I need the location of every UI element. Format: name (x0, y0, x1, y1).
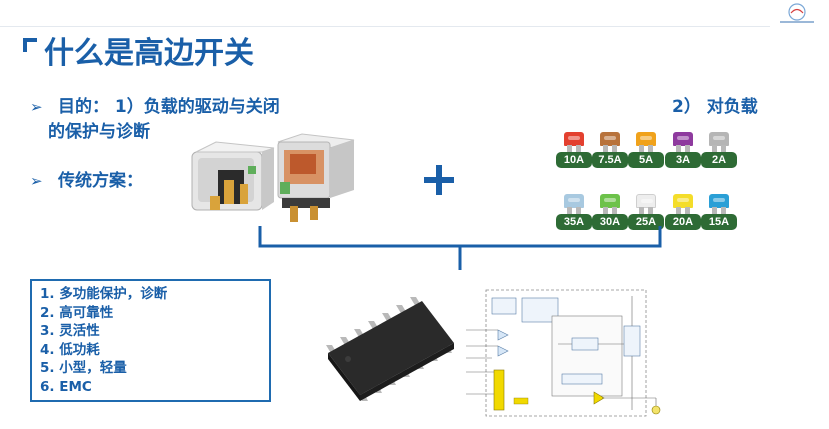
fuse-2a: 2A (700, 132, 738, 172)
bullet-arrow-icon: ➢ (30, 98, 43, 116)
purpose-text: 目的： 1）负载的驱动与关闭 (58, 97, 280, 117)
title-corner-mark (23, 38, 37, 52)
feature-item: 2. 高可靠性 (40, 304, 114, 321)
feature-item: 4. 低功耗 (40, 341, 100, 358)
fuse-rating: 10A (556, 152, 592, 168)
block-diagram-image (466, 289, 661, 417)
feature-item: 1. 多功能保护，诊断 (40, 286, 168, 302)
bullet-arrow-icon: ➢ (30, 172, 43, 190)
fuse-rating: 7.5A (592, 152, 628, 168)
fuse-rating: 5A (628, 152, 664, 168)
fuse-7-5a: 7.5A (591, 132, 629, 172)
slide-title: 什么是高边开关 (44, 36, 254, 71)
fuse-10a: 10A (555, 132, 593, 172)
relay-image (277, 133, 355, 222)
fuse-rating: 35A (556, 214, 592, 230)
feature-list: 1. 多功能保护，诊断 2. 高可靠性 3. 灵活性 4. 低功耗 5. 小型，… (30, 279, 271, 402)
feature-item: 5. 小型，轻量 (40, 360, 127, 376)
fuse-30a: 30A (591, 194, 629, 234)
fuse-rating: 30A (592, 214, 628, 230)
plus-icon (424, 165, 454, 195)
grouping-bracket (258, 226, 662, 270)
fuse-rating: 25A (628, 214, 664, 230)
header-divider (0, 26, 770, 27)
fuse-35a: 35A (555, 194, 593, 234)
purpose-text-line2: 的保护与诊断 (48, 122, 150, 142)
fuse-5a: 5A (627, 132, 665, 172)
feature-item: 6. EMC (40, 378, 92, 395)
fuse-20a: 20A (664, 194, 702, 234)
feature-item: 3. 灵活性 (40, 323, 100, 339)
fuse-rating: 3A (665, 152, 701, 168)
traditional-bullet: ➢ 传统方案： (30, 166, 143, 191)
fuse-15a: 15A (700, 194, 738, 234)
fuse-rating: 15A (701, 214, 737, 230)
fuse-rating: 2A (701, 152, 737, 168)
traditional-text: 传统方案： (58, 171, 143, 191)
fuse-rating: 20A (665, 214, 701, 230)
fuse-3a: 3A (664, 132, 702, 172)
purpose-bullet: ➢ 目的： 1）负载的驱动与关闭 (30, 92, 280, 117)
ic-chip-image (326, 297, 454, 401)
purpose-right-text: 2） 对负载 (672, 97, 758, 117)
fuse-25a: 25A (627, 194, 665, 234)
company-logo (780, 3, 814, 23)
relay-image (191, 141, 275, 211)
